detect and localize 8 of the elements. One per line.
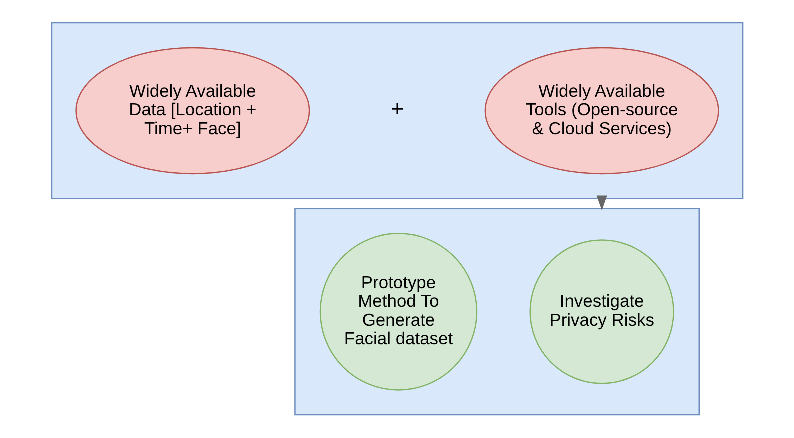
node-circle: Prototype Method To Generate Facial dataset — [319, 233, 478, 391]
cluster — [294, 208, 700, 416]
arrow — [596, 196, 607, 211]
label: + — [390, 96, 404, 122]
node-ellipse: Widely Available Data [Location + Time+ Face] — [75, 47, 310, 175]
cluster — [50, 22, 744, 200]
node-circle: Investigate Privacy Risks — [529, 240, 674, 384]
node-ellipse: Widely Available Tools (Open-source & Cloud Services) — [484, 47, 719, 175]
